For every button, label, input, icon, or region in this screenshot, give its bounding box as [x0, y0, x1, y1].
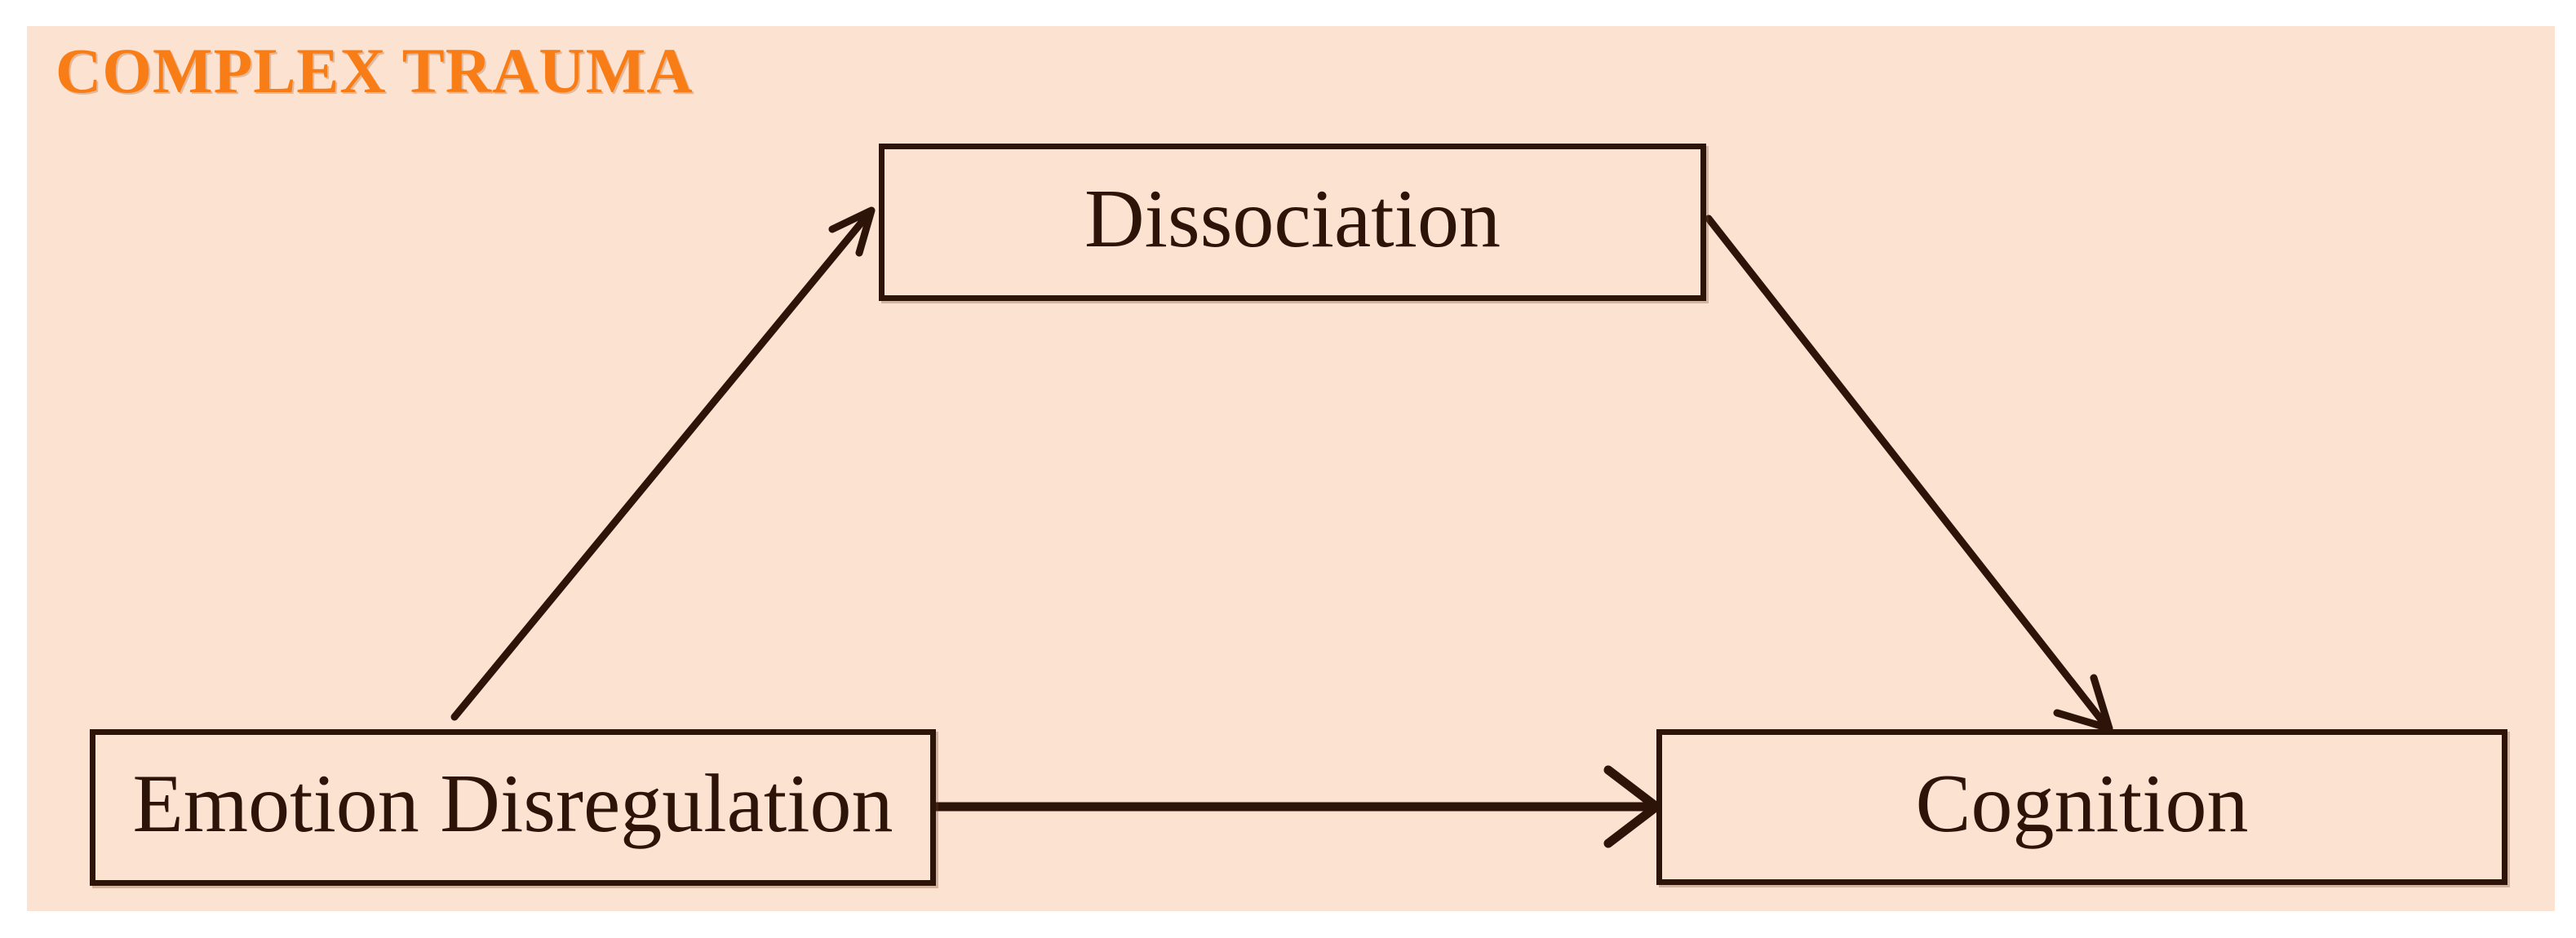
node-dissociation[interactable]: Dissociation: [879, 144, 1706, 301]
page-title: COMPLEX TRAUMA: [55, 35, 694, 106]
node-emotion-disregulation[interactable]: Emotion Disregulation: [90, 729, 936, 886]
node-dissociation-label: Dissociation: [1084, 172, 1501, 265]
node-cognition-label: Cognition: [1915, 757, 2249, 850]
node-cognition[interactable]: Cognition: [1656, 729, 2507, 885]
node-emotion-disregulation-label: Emotion Disregulation: [132, 758, 893, 850]
